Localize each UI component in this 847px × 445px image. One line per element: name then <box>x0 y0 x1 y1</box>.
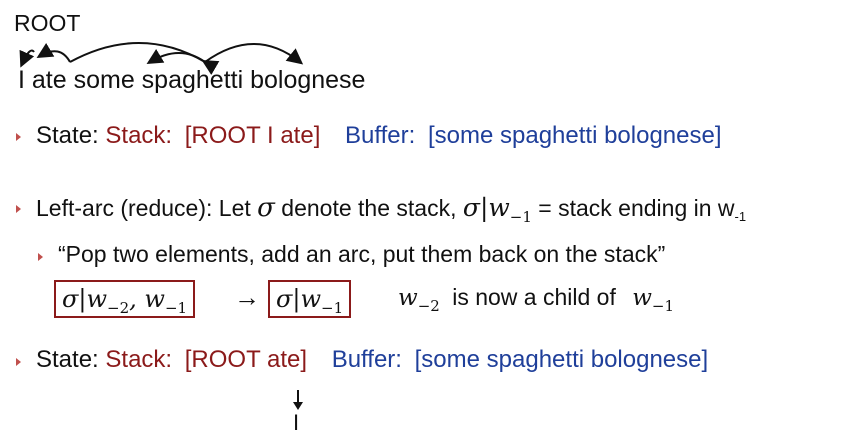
arc-spaghetti-to-some <box>146 48 206 65</box>
down-arrow-icon <box>293 390 303 410</box>
buffer-label: Buffer: <box>331 346 402 373</box>
pop-quote: “Pop two elements, add an arc, put them … <box>58 241 666 267</box>
state-line-1: State: Stack: [ROOT I ate] Buffer: [some… <box>36 122 722 149</box>
bullet <box>38 253 43 261</box>
stack-label: Stack: <box>105 346 173 373</box>
arc-ate-to-root <box>36 42 71 63</box>
arc-spaghetti-to-bolognese <box>204 43 304 65</box>
left-arc-definition: Left-arc (reduce): Let σ denote the stac… <box>36 193 747 226</box>
child-relation: w−2 is now a child of w−1 <box>398 284 675 315</box>
rule-lhs-box: σ|w−2, w−1 <box>54 280 196 318</box>
buffer-label: Buffer: <box>345 122 416 149</box>
arc-root-to-i <box>19 49 35 68</box>
root-label: ROOT <box>14 10 81 36</box>
stack-value: [ROOT ate] <box>184 346 308 373</box>
buffer-value: [some spaghetti bolognese] <box>427 122 722 149</box>
state-line-2: State: Stack: [ROOT ate] Buffer: [some s… <box>36 346 709 373</box>
example-sentence: I ate some spaghetti bolognese <box>18 66 366 94</box>
rule-rhs-box: σ|w−1 <box>268 280 352 318</box>
bullet <box>16 358 21 366</box>
child-word-label: I <box>293 410 300 435</box>
stack-label: Stack: <box>105 122 173 149</box>
dependency-arcs <box>19 42 304 75</box>
bullet <box>16 133 21 141</box>
stack-value: [ROOT I ate] <box>184 122 321 149</box>
buffer-value: [some spaghetti bolognese] <box>414 346 709 373</box>
bullet <box>16 205 21 213</box>
rule-arrow: → <box>234 282 260 312</box>
